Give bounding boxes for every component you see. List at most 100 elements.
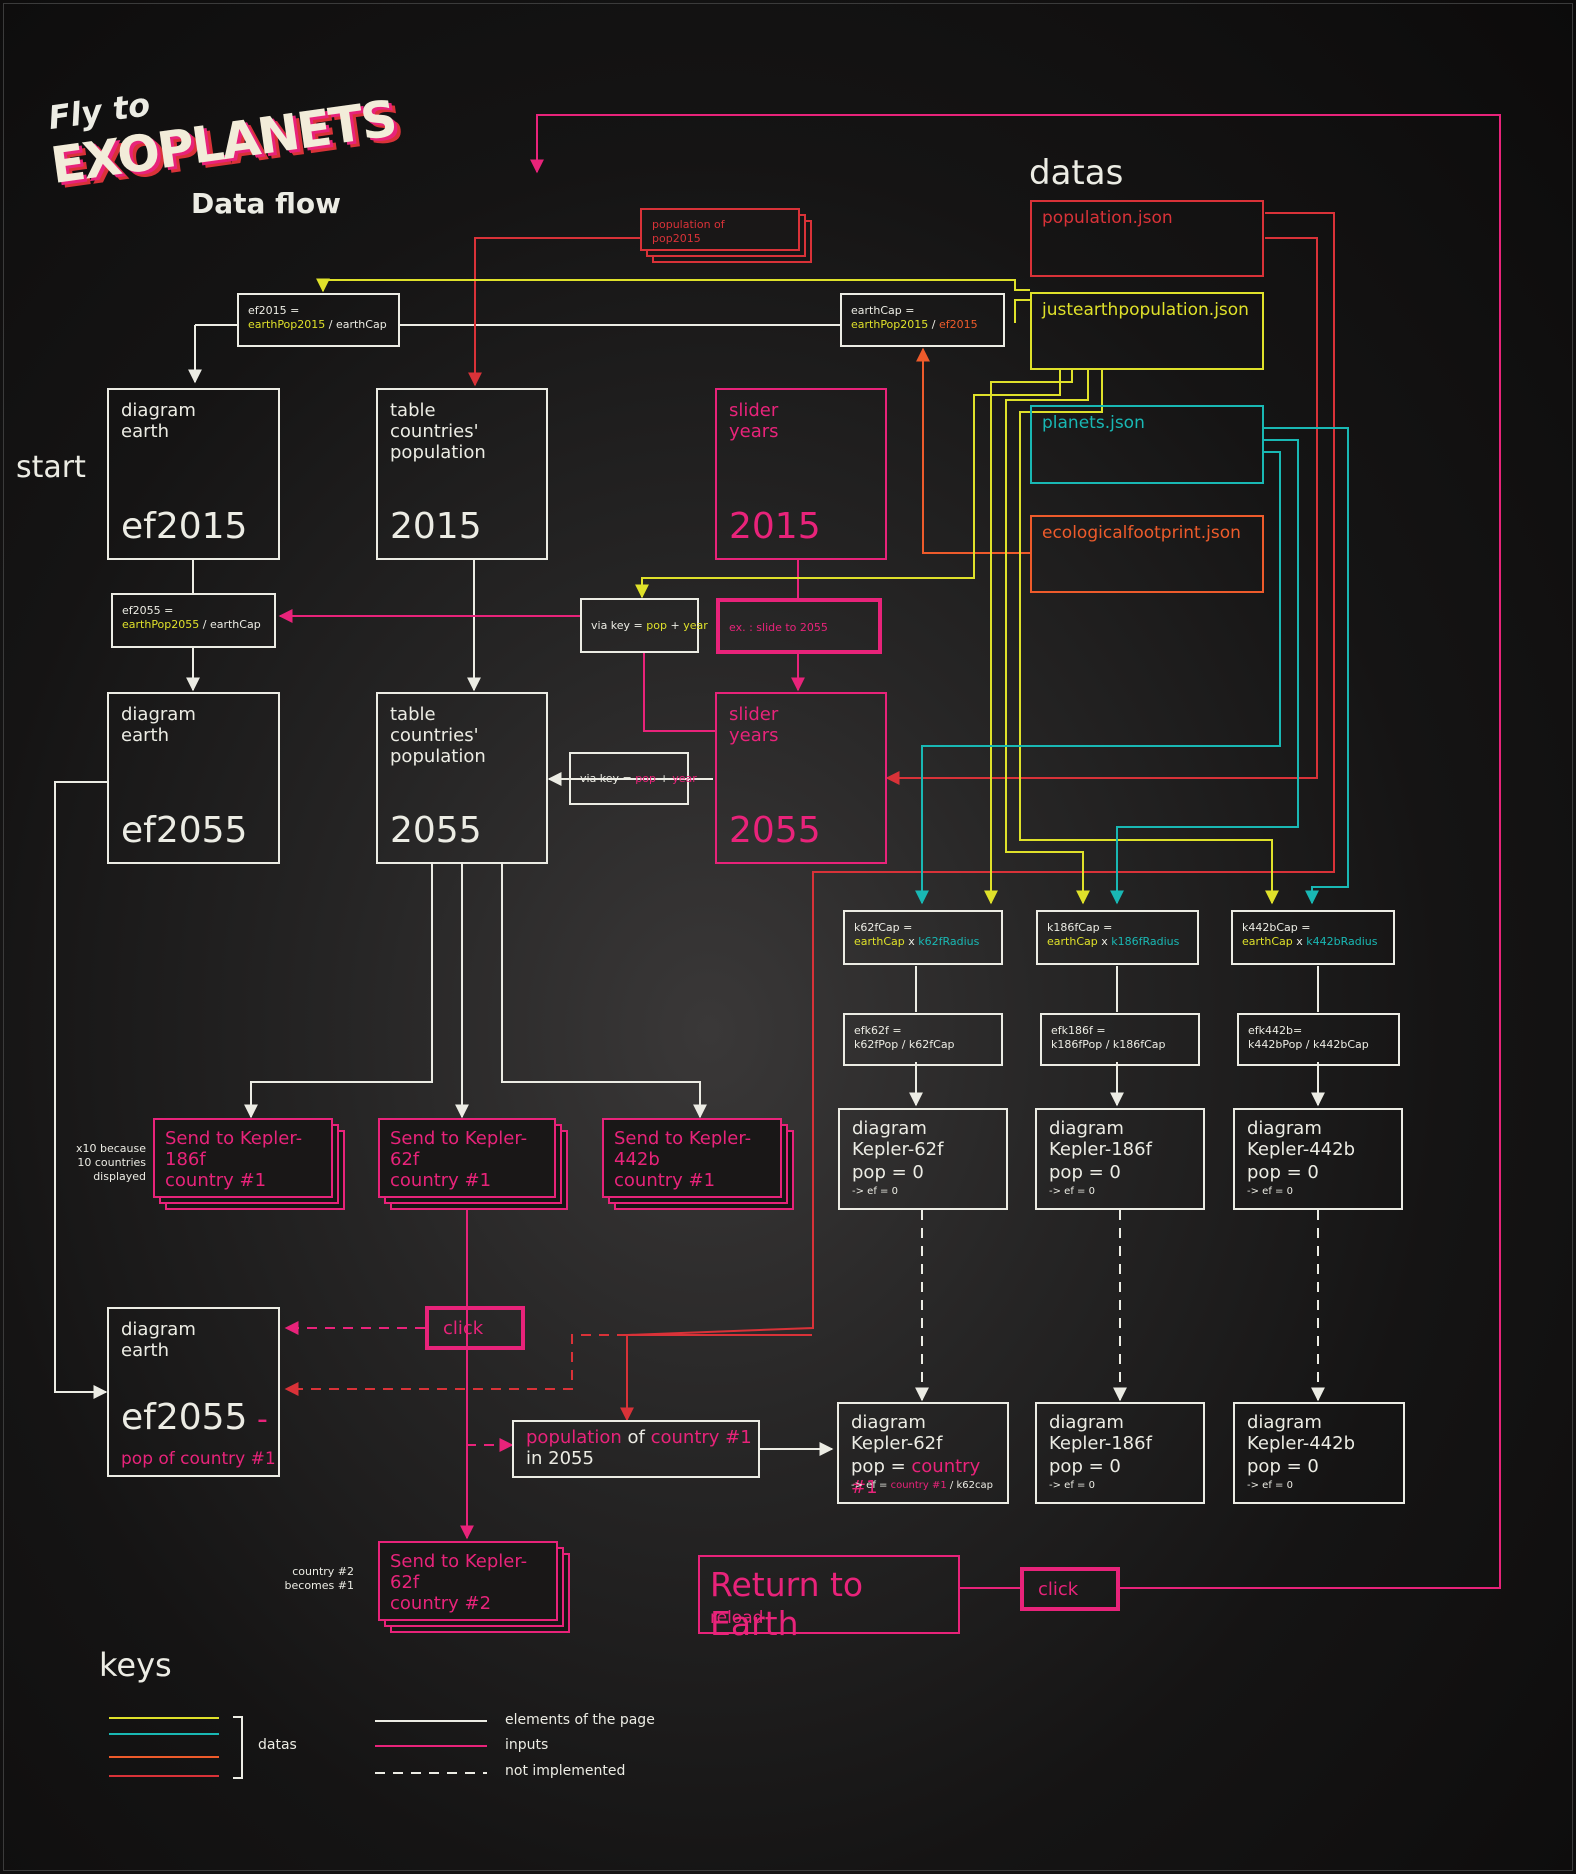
diagram-ef: -> ef = country #1 / k62cap bbox=[851, 1479, 993, 1493]
formula-part: x bbox=[1292, 935, 1307, 948]
diagram-ef: -> ef = 0 bbox=[1247, 1480, 1293, 1491]
table-year-2015: 2015 bbox=[390, 506, 482, 547]
via-key-text: via key = pop + year bbox=[591, 619, 708, 633]
slider-years-2015[interactable]: slider years 2015 bbox=[715, 388, 887, 560]
keys-heading: keys bbox=[99, 1646, 172, 1684]
pop-part: pop = bbox=[851, 1456, 912, 1477]
pop-part: population bbox=[526, 1427, 622, 1448]
formula-name: k62fCap = bbox=[854, 921, 913, 934]
diagram-pop: pop = 0 bbox=[1247, 1456, 1319, 1477]
formula-name: ef2055 = bbox=[122, 604, 174, 617]
formula-part: k186fRadius bbox=[1111, 935, 1180, 948]
table-countries-2055: table countries' population 2055 bbox=[376, 692, 548, 864]
via-key-text: via key = pop + year bbox=[580, 772, 697, 786]
formula-part: / bbox=[928, 318, 939, 331]
data-label: population.json bbox=[1042, 208, 1173, 228]
data-planets-json: planets.json bbox=[1030, 405, 1264, 484]
slider-caption: slider years bbox=[729, 400, 779, 442]
formula-part: x bbox=[904, 935, 919, 948]
diagram-pop: pop = country #1 bbox=[851, 1456, 1007, 1498]
diagram-earth-2015: diagram earth ef2015 bbox=[107, 388, 280, 560]
formula-k62fcap: k62fCap =earthCap x k62fRadius bbox=[843, 910, 1003, 965]
formula-part: earthCap bbox=[1242, 935, 1293, 948]
formula-text: k62fCap =earthCap x k62fRadius bbox=[854, 921, 979, 949]
send-kepler-442b-button[interactable]: Send to Kepler-442b country #1 bbox=[602, 1118, 782, 1198]
diagram-caption: diagram Kepler-442b bbox=[1247, 1118, 1356, 1160]
ef-part: -> ef = bbox=[851, 1480, 891, 1491]
formula-name: earthCap = bbox=[851, 304, 915, 317]
send-kepler-186f-button[interactable]: Send to Kepler-186f country #1 bbox=[153, 1118, 333, 1198]
via-key-part: pop bbox=[646, 619, 667, 632]
page-frame bbox=[3, 3, 1573, 1871]
formula-name: efk186f = bbox=[1051, 1024, 1106, 1037]
table-year-2055: 2055 bbox=[390, 810, 482, 851]
ef2055-minus: ef2055 - bbox=[121, 1397, 268, 1438]
ef2055-text: ef2055 bbox=[121, 1397, 248, 1438]
formula-part: earthPop2015 bbox=[248, 318, 326, 331]
slider-years-2055[interactable]: slider years 2055 bbox=[715, 692, 887, 864]
diagram-caption: diagram Kepler-186f bbox=[1049, 1412, 1152, 1454]
data-label: ecologicalfootprint.json bbox=[1042, 523, 1241, 543]
population-of-text: population of pop2015 bbox=[652, 218, 725, 245]
diagram-pop: pop = 0 bbox=[1049, 1162, 1121, 1183]
diagram-kepler-186f-2: diagram Kepler-186f pop = 0 -> ef = 0 bbox=[1035, 1402, 1205, 1504]
formula-name: efk442b= bbox=[1248, 1024, 1303, 1037]
formula-ef2055: ef2055 =earthPop2055 / earthCap bbox=[111, 593, 276, 648]
return-to-earth-button[interactable]: Return to Earth reload bbox=[698, 1555, 960, 1643]
via-key-part: + bbox=[655, 772, 673, 785]
formula-name: efk62f = bbox=[854, 1024, 902, 1037]
start-label: start bbox=[16, 450, 86, 485]
ef2015-value: ef2015 bbox=[121, 506, 248, 547]
click-button-send[interactable]: click bbox=[425, 1306, 525, 1350]
via-key-pink: via key = pop + year bbox=[569, 752, 697, 805]
diagram-pop: pop = 0 bbox=[852, 1162, 924, 1183]
legend-inputs: inputs bbox=[505, 1737, 549, 1753]
formula-part: / earthCap bbox=[199, 618, 261, 631]
diagram-ef: -> ef = 0 bbox=[1247, 1186, 1293, 1197]
send-kepler-62f-country2-button[interactable]: Send to Kepler-62f country #2 bbox=[378, 1541, 558, 1621]
diagram-pop: pop = 0 bbox=[1049, 1456, 1121, 1477]
send-label: Send to Kepler-62f country #1 bbox=[390, 1128, 528, 1191]
diagram-pop: pop = 0 bbox=[1247, 1162, 1319, 1183]
formula-text: ef2015 =earthPop2015 / earthCap bbox=[248, 304, 387, 332]
formula-efk62f: efk62f =k62fPop / k62fCap bbox=[843, 1013, 1003, 1066]
pop-of-country-label: pop of country #1 bbox=[121, 1449, 276, 1469]
formula-part: earthCap bbox=[854, 935, 905, 948]
diagram-kepler-62f: diagram Kepler-62f pop = 0 -> ef = 0 bbox=[838, 1108, 1008, 1210]
formula-text: earthCap =earthPop2015 / ef2015 bbox=[851, 304, 978, 332]
table-countries-2015: table countries' population 2015 bbox=[376, 388, 548, 560]
via-key-yellow: via key = pop + year bbox=[580, 598, 708, 653]
diagram-kepler-442b: diagram Kepler-442b pop = 0 -> ef = 0 bbox=[1233, 1108, 1403, 1210]
click-button-return[interactable]: click bbox=[1020, 1567, 1120, 1611]
formula-ef2015: ef2015 =earthPop2015 / earthCap bbox=[237, 293, 400, 347]
via-key-part: pop bbox=[635, 772, 656, 785]
pop-part: in 2055 bbox=[526, 1448, 594, 1469]
diagram-ef: -> ef = 0 bbox=[852, 1186, 898, 1197]
data-population-json: population.json bbox=[1030, 200, 1264, 277]
formula-part: k186fPop / k186fCap bbox=[1051, 1038, 1166, 1051]
formula-text: efk186f =k186fPop / k186fCap bbox=[1051, 1024, 1166, 1052]
via-key-part: year bbox=[683, 619, 708, 632]
diagram-caption: diagram Kepler-62f bbox=[852, 1118, 944, 1160]
slide-example-text: ex. : slide to 2055 bbox=[729, 621, 828, 634]
diagram-caption: diagram Kepler-62f bbox=[851, 1412, 943, 1454]
ef-part: / k62cap bbox=[946, 1480, 993, 1491]
formula-k442bcap: k442bCap =earthCap x k442bRadius bbox=[1231, 910, 1395, 965]
formula-text: efk442b=k442bPop / k442bCap bbox=[1248, 1024, 1369, 1052]
send-label: Send to Kepler-186f country #1 bbox=[165, 1128, 303, 1191]
ef-part: country #1 bbox=[890, 1480, 947, 1491]
formula-part: k442bPop / k442bCap bbox=[1248, 1038, 1369, 1051]
diagram-caption: diagram Kepler-186f bbox=[1049, 1118, 1152, 1160]
pop-part: of bbox=[621, 1427, 651, 1448]
return-title: Return to Earth bbox=[710, 1565, 864, 1643]
datas-heading: datas bbox=[1029, 153, 1124, 193]
diagram-earth-2055: diagram earth ef2055 bbox=[107, 692, 280, 864]
population-of-box: population of pop2015 bbox=[640, 208, 800, 251]
formula-name: ef2015 = bbox=[248, 304, 300, 317]
send-kepler-62f-button[interactable]: Send to Kepler-62f country #1 bbox=[378, 1118, 556, 1198]
send-label: Send to Kepler-62f country #2 bbox=[390, 1551, 528, 1614]
slide-example[interactable]: ex. : slide to 2055 bbox=[716, 598, 882, 654]
